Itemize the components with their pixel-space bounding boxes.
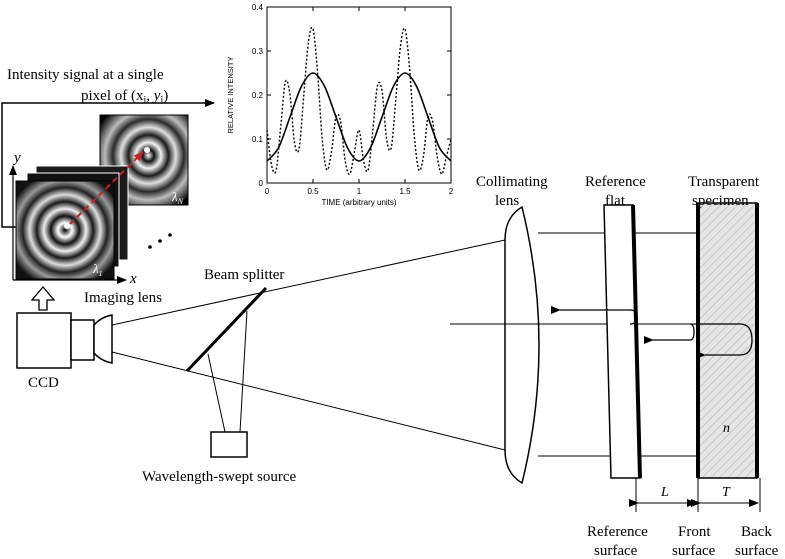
intensity-label-sub-y: i xyxy=(160,95,163,106)
pixel-track-arrow xyxy=(69,151,144,225)
collimating-label-1: Collimating xyxy=(476,174,548,190)
stack-dot-1 xyxy=(148,245,152,249)
x-tick-label: 0 xyxy=(265,187,270,196)
specimen xyxy=(697,202,758,479)
imaging-lens xyxy=(93,314,113,364)
ccd-mount xyxy=(70,319,95,361)
stack-dot-2 xyxy=(158,239,162,243)
chart-ylabel: RELATIVE INTENSITY xyxy=(226,57,235,134)
y-axis-label: y xyxy=(12,150,21,166)
source-label: Wavelength-swept source xyxy=(142,469,296,485)
intensity-label-line2: pixel of (xi, yi) xyxy=(81,88,168,106)
intensity-label-close: ) xyxy=(163,88,168,104)
reference-surface-label-1: Reference xyxy=(587,524,648,540)
imaging-lens-label: Imaging lens xyxy=(84,290,162,306)
back-surface-label-1: Back xyxy=(741,524,772,540)
collimating-label-2: lens xyxy=(495,193,519,209)
chart-series-group xyxy=(266,26,452,176)
reflection-reference xyxy=(551,306,638,325)
lambda-1-label: λ1 xyxy=(92,261,103,278)
series-dotted-line xyxy=(266,26,452,176)
chart-ticks: 0 0.5 1 1.5 2 0 0.1 0.2 0.3 0.4 xyxy=(252,3,454,196)
front-surface-label-1: Front xyxy=(678,524,711,540)
stack-dot-3 xyxy=(168,233,172,237)
series-solid-line xyxy=(266,72,452,162)
intensity-label-line1: Intensity signal at a single xyxy=(7,67,164,83)
y-tick-label: 0.2 xyxy=(252,91,264,100)
ray-lens-bottom xyxy=(111,351,506,451)
back-surface-label-2: surface xyxy=(735,543,779,559)
x-tick-label: 1 xyxy=(357,187,362,196)
beam-splitter-label: Beam splitter xyxy=(204,267,284,283)
ccd-body xyxy=(16,312,72,369)
reference-flat-label-1: Reference xyxy=(585,174,646,190)
beam-splitter xyxy=(185,286,268,373)
x-tick-label: 2 xyxy=(449,187,454,196)
lambda-n-label: λN xyxy=(171,189,184,206)
reflection-front xyxy=(644,323,695,344)
x-axis-label: x xyxy=(129,271,137,287)
reference-surface-label-2: surface xyxy=(594,543,638,559)
frame-front xyxy=(15,180,115,280)
intensity-label-sub-x: i xyxy=(143,95,146,106)
pixel-dot-back xyxy=(144,147,150,153)
reference-surface-edge xyxy=(631,204,642,479)
source-ray-right xyxy=(239,310,248,433)
intensity-chart: 0 0.5 1 1.5 2 0 0.1 0.2 0.3 0.4 RELATIVE INTENSIT… xyxy=(226,3,454,207)
ccd-label: CCD xyxy=(28,375,59,391)
pixel-dot-front xyxy=(64,223,70,229)
dim-L-label: L xyxy=(660,485,669,500)
reference-flat-label-2: flat xyxy=(605,193,626,209)
specimen-label-2: specimen xyxy=(692,193,749,209)
refractive-index-label: n xyxy=(723,421,730,436)
y-tick-label: 0.3 xyxy=(252,47,264,56)
source-ray-left xyxy=(207,353,226,433)
x-tick-label: 1.5 xyxy=(399,187,411,196)
x-tick-label: 0.5 xyxy=(307,187,319,196)
chart-xlabel: TIME (arbitrary units) xyxy=(321,198,396,207)
reflection-back xyxy=(694,323,753,359)
ray-lens-top xyxy=(111,239,506,326)
y-tick-label: 0.1 xyxy=(252,135,264,144)
y-tick-label: 0 xyxy=(259,179,264,188)
collimating-lens xyxy=(504,205,540,485)
up-arrow-icon xyxy=(30,285,56,311)
specimen-label-1: Transparent xyxy=(688,174,760,190)
image-stack: λN λ1 xyxy=(15,114,189,280)
intensity-label-prefix: pixel of (x xyxy=(81,88,144,104)
front-surface-label-2: surface xyxy=(672,543,716,559)
y-tick-label: 0.4 xyxy=(252,3,264,12)
intensity-label-comma-y: , y xyxy=(146,88,161,104)
dim-T-label: T xyxy=(722,485,731,500)
light-source xyxy=(210,431,248,458)
